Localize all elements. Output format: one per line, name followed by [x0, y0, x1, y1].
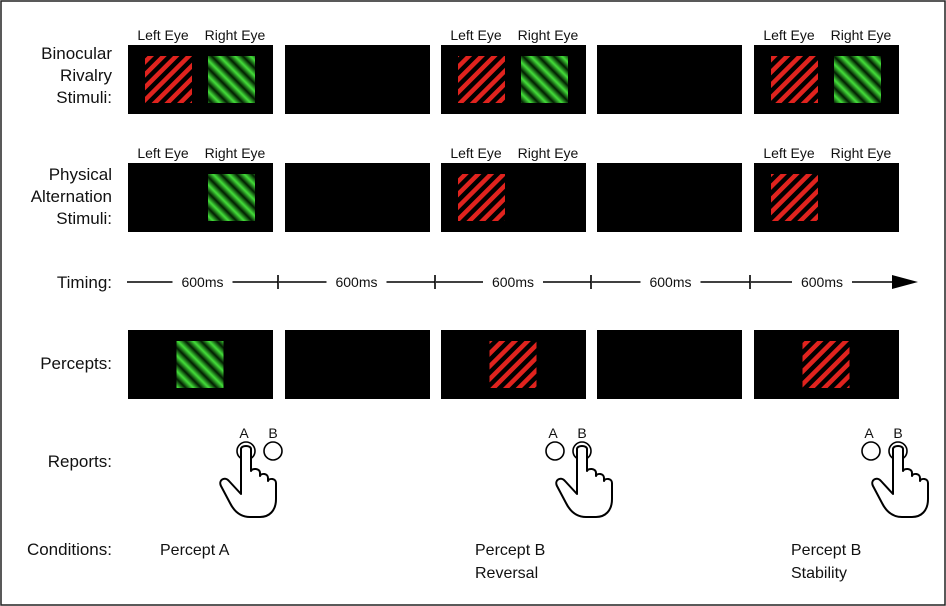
binocular-left-grating-3: [458, 56, 505, 103]
label-timing: Timing:: [57, 273, 112, 292]
binocular-left-grating-5: [771, 56, 818, 103]
percept-grating-3: [489, 341, 537, 388]
row-labels: Binocular Rivalry Stimuli: Physical Alte…: [27, 44, 113, 559]
physical-alternation-row: Left Eye Right Eye Left Eye Right Eye Left E…: [128, 145, 899, 232]
report-label-a-3: A: [864, 425, 874, 441]
binocular-right-eye-label-3: Right Eye: [518, 27, 579, 43]
physical-left-eye-label-1: Left Eye: [137, 145, 189, 161]
binocular-panel-4: [597, 45, 742, 114]
interval-label-1: 600ms: [181, 274, 223, 290]
physical-right-eye-label-5: Right Eye: [831, 145, 892, 161]
report-label-b-1: B: [268, 425, 277, 441]
condition-2-line-1: Percept B: [475, 542, 545, 559]
percepts-row: [128, 330, 899, 399]
report-button-b-1: [263, 441, 283, 461]
interval-label-5: 600ms: [801, 274, 843, 290]
binocular-rivalry-row: Left Eye Right Eye Left Eye Right Eye Left E…: [128, 27, 899, 114]
binocular-right-eye-label-5: Right Eye: [831, 27, 892, 43]
percept-panel-4: [597, 330, 742, 399]
condition-3-line-1: Percept B: [791, 542, 861, 559]
report-button-a-3: [861, 441, 881, 461]
timing-row: 600ms 600ms 600ms 600ms 600ms: [127, 274, 918, 290]
condition-2-line-2: Reversal: [475, 565, 538, 582]
label-conditions: Conditions:: [27, 540, 112, 559]
binocular-left-eye-label-1: Left Eye: [137, 27, 189, 43]
pointing-hand-icon: [555, 445, 613, 518]
physical-left-eye-label-5: Left Eye: [763, 145, 815, 161]
timeline-arrowhead: [892, 275, 918, 289]
binocular-left-eye-label-5: Left Eye: [763, 27, 815, 43]
label-physical-line-2: Alternation: [31, 187, 112, 206]
binocular-left-grating-1: [145, 56, 192, 103]
pointing-hand-icon: [219, 445, 277, 518]
label-binocular-line-2: Rivalry: [60, 66, 112, 85]
condition-3-line-2: Stability: [791, 565, 847, 582]
report-label-b-3: B: [893, 425, 902, 441]
percept-grating-1: [176, 341, 224, 388]
binocular-panel-2: [285, 45, 430, 114]
label-binocular-line-3: Stimuli:: [56, 88, 112, 107]
percept-panel-2: [285, 330, 430, 399]
interval-label-4: 600ms: [649, 274, 691, 290]
label-binocular-line-1: Binocular: [41, 44, 112, 63]
physical-left-grating-3: [458, 174, 505, 221]
physical-left-eye-label-3: Left Eye: [450, 145, 502, 161]
physical-panel-2: [285, 163, 430, 232]
physical-panel-4: [597, 163, 742, 232]
binocular-left-eye-label-3: Left Eye: [450, 27, 502, 43]
report-label-a-2: A: [548, 425, 558, 441]
report-button-a-2: [545, 441, 565, 461]
binocular-right-grating-1: [208, 56, 255, 103]
percept-grating-5: [802, 341, 850, 388]
binocular-right-grating-3: [521, 56, 568, 103]
interval-label-2: 600ms: [335, 274, 377, 290]
pointing-hand-icon: [871, 445, 929, 518]
report-label-b-2: B: [577, 425, 586, 441]
label-physical-line-1: Physical: [49, 165, 112, 184]
interval-label-3: 600ms: [492, 274, 534, 290]
physical-left-grating-5: [771, 174, 818, 221]
report-label-a-1: A: [239, 425, 249, 441]
physical-right-eye-label-1: Right Eye: [205, 145, 266, 161]
physical-right-eye-label-3: Right Eye: [518, 145, 579, 161]
label-reports: Reports:: [48, 452, 112, 471]
conditions-row: Percept A Percept B Reversal Percept B Stabi…: [160, 542, 861, 582]
condition-1-line-1: Percept A: [160, 542, 230, 559]
binocular-right-eye-label-1: Right Eye: [205, 27, 266, 43]
label-physical-line-3: Stimuli:: [56, 209, 112, 228]
physical-right-grating-1: [208, 174, 255, 221]
label-percepts: Percepts:: [40, 354, 112, 373]
binocular-right-grating-5: [834, 56, 881, 103]
